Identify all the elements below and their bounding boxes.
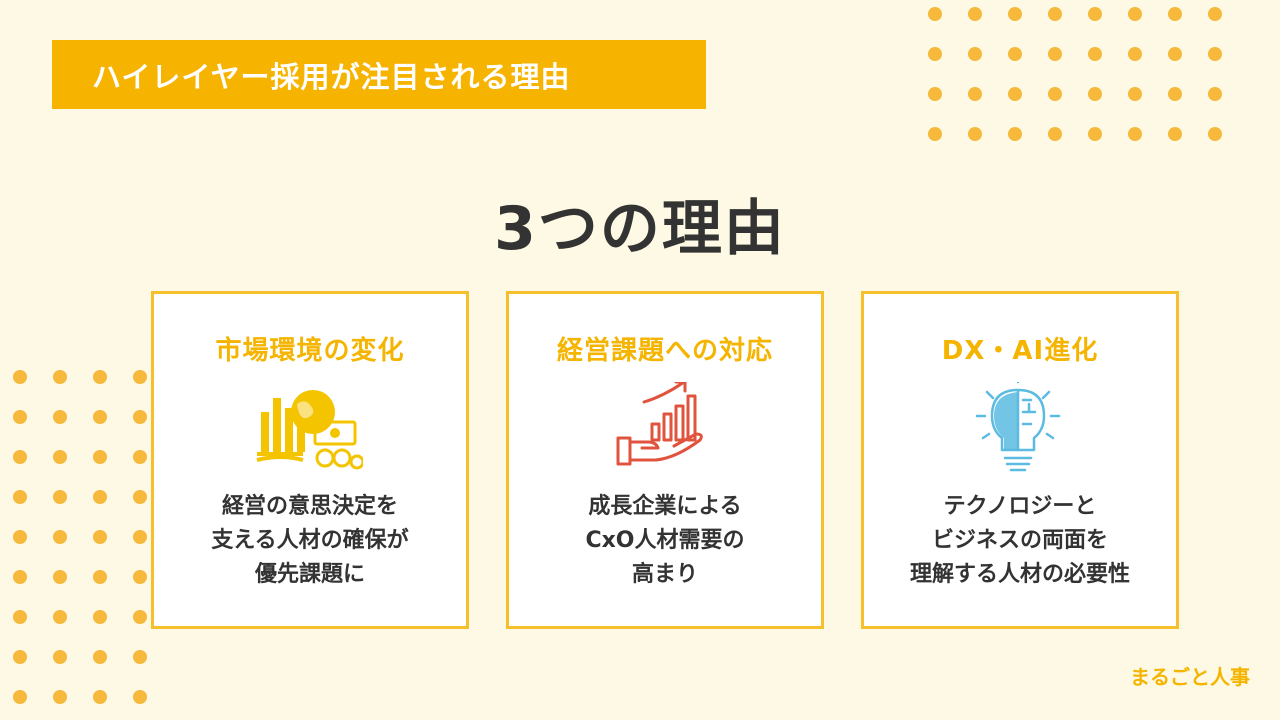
decorative-dot (53, 410, 67, 424)
decorative-dot (133, 610, 147, 624)
decorative-dot (1168, 47, 1182, 61)
decorative-dot (1128, 127, 1142, 141)
decorative-dot (1128, 7, 1142, 21)
decorative-dot (93, 370, 107, 384)
decorative-dot (1128, 87, 1142, 101)
globe-money-chart-icon (253, 382, 365, 472)
decorative-dot (13, 570, 27, 584)
decorative-dot (93, 530, 107, 544)
decorative-dot (93, 650, 107, 664)
card-line: 優先課題に (254, 562, 365, 587)
decorative-dot (53, 370, 67, 384)
hand-growth-chart-icon (608, 380, 718, 472)
decorative-dot (133, 650, 147, 664)
decorative-dot (928, 47, 942, 61)
decorative-dot (1008, 127, 1022, 141)
decorative-dot (1208, 127, 1222, 141)
card-line: 支える人材の確保が (211, 528, 409, 553)
decorative-dot (93, 610, 107, 624)
decorative-dot (133, 530, 147, 544)
decorative-dot (928, 87, 942, 101)
page-headline: 3つの理由 (494, 194, 786, 264)
decorative-dot (13, 370, 27, 384)
decorative-dot (13, 410, 27, 424)
section-banner: ハイレイヤー採用が注目される理由 (52, 40, 706, 109)
card-line: テクノロジーと (943, 494, 1097, 519)
decorative-dot (133, 450, 147, 464)
decorative-dot (133, 370, 147, 384)
decorative-dot (1168, 127, 1182, 141)
decorative-dot (93, 410, 107, 424)
brain-lightbulb-icon (963, 380, 1073, 472)
card-line: 成長企業による (588, 494, 742, 519)
decorative-dot (53, 450, 67, 464)
decorative-dot (53, 650, 67, 664)
decorative-dot (1048, 7, 1062, 21)
decorative-dot (928, 7, 942, 21)
card-line: 理解する人材の必要性 (909, 562, 1130, 587)
banner-title: ハイレイヤー採用が注目される理由 (92, 59, 571, 94)
decorative-dots-bottom-left (13, 370, 153, 710)
card-description: 成長企業による CxO人材需要の 高まり (509, 490, 821, 592)
decorative-dot (1208, 87, 1222, 101)
reason-card-management: 経営課題への対応 成長企業による CxO人材需要の 高まり (506, 291, 824, 629)
decorative-dot (1088, 47, 1102, 61)
decorative-dot (1128, 47, 1142, 61)
brand-logo-text: まるごと人事 (1130, 665, 1250, 689)
decorative-dot (13, 450, 27, 464)
card-title: 市場環境の変化 (215, 336, 405, 366)
card-description: テクノロジーと ビジネスの両面を 理解する人材の必要性 (864, 490, 1176, 592)
decorative-dot (1048, 87, 1062, 101)
decorative-dot (53, 530, 67, 544)
reason-card-dx-ai: DX・AI進化 テクノロジーと ビジネスの両面を 理解する人材の必要性 (861, 291, 1179, 629)
card-line: 経営の意思決定を (221, 494, 398, 519)
decorative-dot (1088, 87, 1102, 101)
card-line: ビジネスの両面を (931, 528, 1108, 553)
decorative-dot (1048, 47, 1062, 61)
decorative-dot (133, 490, 147, 504)
card-title: DX・AI進化 (941, 336, 1099, 366)
decorative-dot (13, 690, 27, 704)
decorative-dot (1048, 127, 1062, 141)
decorative-dot (1208, 7, 1222, 21)
card-description: 経営の意思決定を 支える人材の確保が 優先課題に (154, 490, 466, 592)
decorative-dot (53, 690, 67, 704)
decorative-dot (1088, 127, 1102, 141)
decorative-dot (133, 410, 147, 424)
decorative-dot (1008, 87, 1022, 101)
decorative-dot (968, 47, 982, 61)
decorative-dot (928, 127, 942, 141)
decorative-dot (53, 610, 67, 624)
decorative-dot (93, 490, 107, 504)
decorative-dot (13, 490, 27, 504)
decorative-dot (13, 610, 27, 624)
decorative-dot (93, 690, 107, 704)
decorative-dot (53, 570, 67, 584)
decorative-dot (53, 490, 67, 504)
decorative-dot (13, 530, 27, 544)
decorative-dot (1088, 7, 1102, 21)
decorative-dot (93, 450, 107, 464)
reason-card-market: 市場環境の変化 経営の意思決定を 支える人材の確保が 優先課題に (151, 291, 469, 629)
card-title: 経営課題への対応 (556, 336, 773, 366)
card-line: 高まり (631, 562, 698, 587)
decorative-dot (1168, 7, 1182, 21)
decorative-dot (13, 650, 27, 664)
decorative-dot (133, 570, 147, 584)
decorative-dot (1208, 47, 1222, 61)
decorative-dot (93, 570, 107, 584)
card-line: CxO人材需要の (585, 528, 745, 553)
decorative-dot (133, 690, 147, 704)
decorative-dots-top-right (928, 7, 1268, 147)
decorative-dot (968, 127, 982, 141)
decorative-dot (968, 87, 982, 101)
decorative-dot (1168, 87, 1182, 101)
decorative-dot (968, 7, 982, 21)
decorative-dot (1008, 47, 1022, 61)
decorative-dot (1008, 7, 1022, 21)
